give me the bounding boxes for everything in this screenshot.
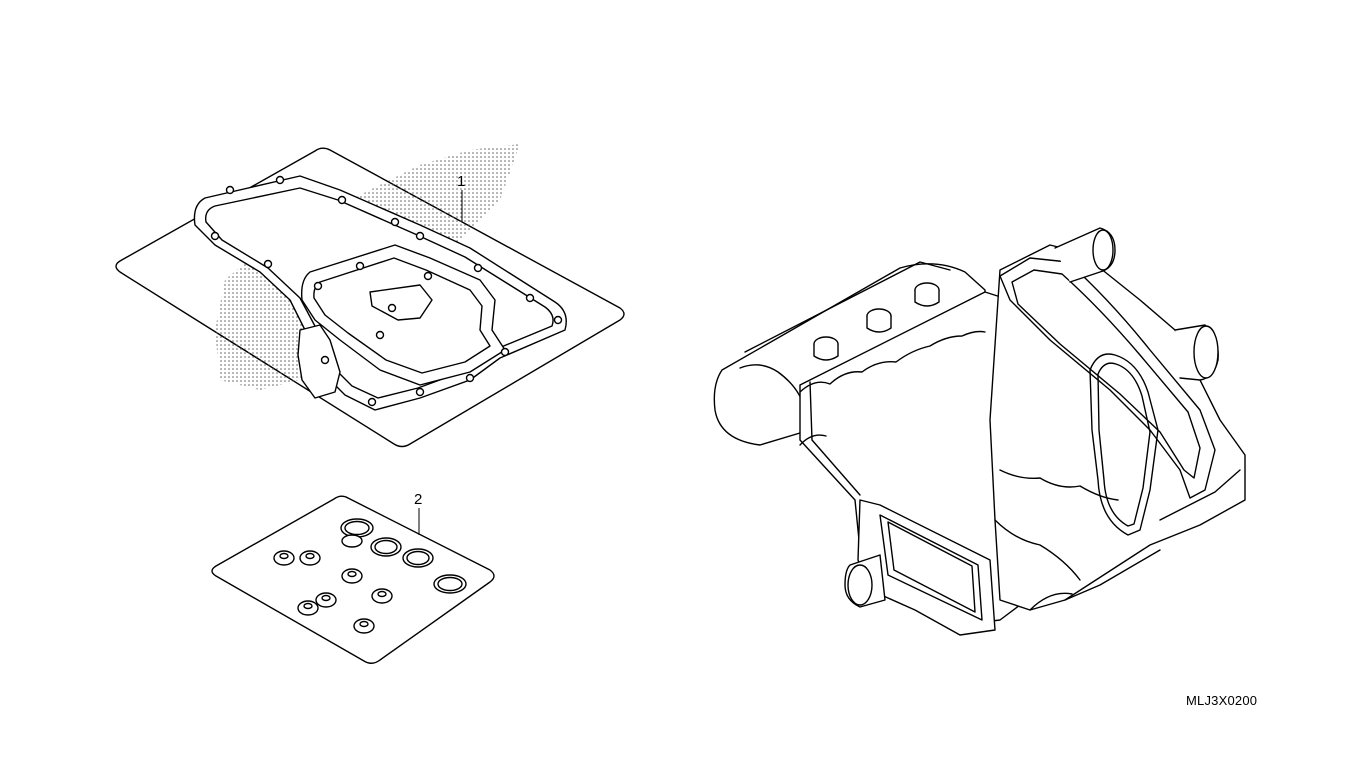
- callout-label-1: 1: [457, 173, 465, 190]
- plate-gasket: [369, 284, 433, 321]
- gasket-kit-b[interactable]: 2: [211, 491, 495, 664]
- gasket-kit-a[interactable]: 1: [115, 144, 625, 448]
- outer-gasket-inner-edge: [205, 187, 554, 399]
- bolt-holes: [210, 175, 563, 407]
- seal-washers: [273, 550, 393, 634]
- callout-label-2: 2: [414, 491, 422, 508]
- o-rings: [340, 518, 467, 594]
- diagram-code: MLJ3X0200: [1186, 693, 1258, 708]
- side-gasket: [297, 324, 341, 399]
- engine-illustration: [713, 227, 1246, 636]
